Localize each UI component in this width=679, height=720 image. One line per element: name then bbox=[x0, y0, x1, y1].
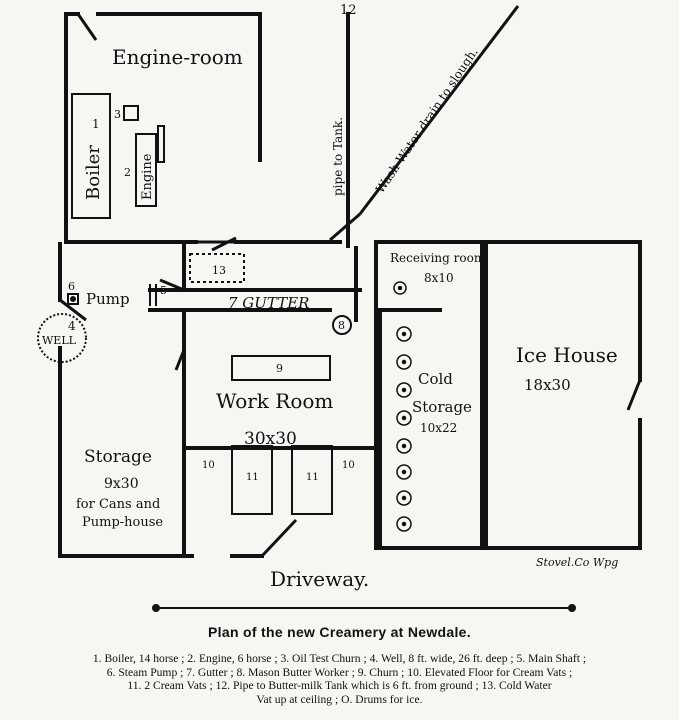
storage-label: Storage bbox=[412, 398, 472, 416]
num-3: 3 bbox=[114, 108, 121, 121]
engine-label: Engine bbox=[140, 153, 155, 200]
num-4: 4 bbox=[68, 319, 76, 333]
ice-house-label: Ice House bbox=[516, 343, 618, 367]
labels: 12 Engine-room Boiler Engine pipe to Tan… bbox=[42, 3, 618, 591]
cold-storage-size-label: 10x22 bbox=[420, 421, 457, 435]
receiving-size-label: 8x10 bbox=[424, 271, 454, 285]
num-13: 13 bbox=[212, 264, 226, 277]
driveway-line bbox=[152, 604, 576, 612]
driveway-label: Driveway. bbox=[270, 567, 369, 591]
work-room-size-label: 30x30 bbox=[244, 429, 297, 449]
butter-worker bbox=[332, 315, 352, 335]
num-10a: 10 bbox=[202, 460, 215, 471]
boiler-label: Boiler bbox=[83, 145, 104, 200]
storage-left-label: Storage bbox=[84, 447, 152, 467]
pipe-to-tank-label: pipe to Tank. bbox=[331, 117, 345, 196]
well-label: WELL bbox=[42, 334, 77, 347]
cream-vat-2 bbox=[291, 445, 333, 515]
legend-line: 1. Boiler, 14 horse ; 2. Engine, 6 horse… bbox=[92, 652, 587, 665]
oil-test-churn bbox=[123, 105, 139, 121]
legend-line: 11. 2 Cream Vats ; 12. Pipe to Butter-mi… bbox=[127, 679, 552, 693]
walls bbox=[58, 12, 642, 558]
wash-water-drain bbox=[358, 5, 520, 215]
well bbox=[37, 313, 87, 363]
engine-room-label: Engine-room bbox=[112, 45, 243, 69]
cream-vat-1 bbox=[231, 445, 273, 515]
steam-pump bbox=[67, 293, 79, 305]
num-6: 6 bbox=[68, 280, 75, 293]
boiler-box bbox=[71, 93, 111, 219]
num-8: 8 bbox=[338, 319, 345, 332]
cold-water-vat bbox=[189, 253, 245, 283]
ice-drums bbox=[393, 281, 412, 532]
plan-title: Plan of the new Creamery at Newdale. bbox=[208, 624, 471, 640]
floor-plan: 12 Engine-room Boiler Engine pipe to Tan… bbox=[37, 3, 642, 612]
num-9: 9 bbox=[276, 362, 283, 375]
door-swings bbox=[59, 13, 642, 558]
cold-label: Cold bbox=[418, 370, 453, 388]
num-11b: 11 bbox=[306, 472, 319, 483]
engine-flywheel bbox=[157, 125, 165, 163]
legend-line: Vat up at ceiling ; O. Drums for ice. bbox=[256, 692, 423, 706]
receiving-room-label: Receiving room bbox=[390, 251, 486, 265]
num-1: 1 bbox=[92, 117, 100, 131]
num-11a: 11 bbox=[246, 472, 259, 483]
legend-line: 6. Steam Pump ; 7. Gutter ; 8. Mason But… bbox=[106, 665, 573, 679]
storage-left-note1: for Cans and bbox=[76, 497, 160, 512]
equipment bbox=[37, 93, 352, 515]
num-5: 5 bbox=[160, 284, 167, 297]
wash-water-label: Wash Water drain to slough. bbox=[373, 45, 481, 195]
legend: 1. Boiler, 14 horse ; 2. Engine, 6 horse… bbox=[14, 652, 665, 706]
storage-left-size-label: 9x30 bbox=[104, 476, 139, 492]
ice-house-size-label: 18x30 bbox=[524, 376, 571, 394]
gutter-label: 7 GUTTER bbox=[228, 294, 309, 312]
work-room-label: Work Room bbox=[216, 389, 333, 413]
storage-left-note2: Pump-house bbox=[82, 515, 163, 530]
num-2: 2 bbox=[124, 166, 131, 179]
pump-label: Pump bbox=[86, 290, 130, 308]
churn-box bbox=[231, 355, 331, 381]
num-10b: 10 bbox=[342, 460, 355, 471]
engine-box bbox=[135, 133, 157, 207]
signature-label: Stovel.Co Wpg bbox=[536, 556, 618, 569]
top-number: 12 bbox=[340, 3, 357, 18]
